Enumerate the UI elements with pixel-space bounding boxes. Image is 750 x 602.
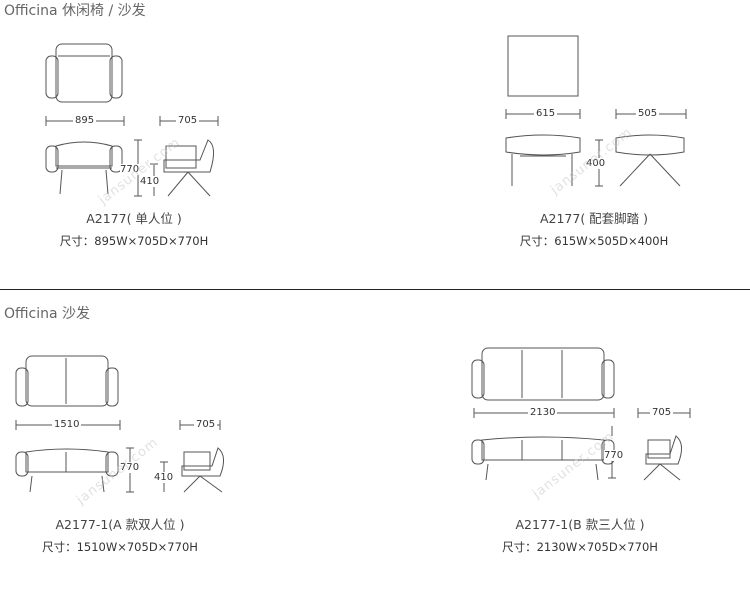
footstool-top-view bbox=[507, 35, 579, 97]
two-seat-sofa-side-view bbox=[181, 447, 224, 493]
dim-height: 770 bbox=[120, 164, 140, 175]
three-seat-sofa-top-view bbox=[471, 347, 615, 401]
product-caption: A2177-1(B 款三人位 ) bbox=[515, 517, 645, 532]
dim-width: 615 bbox=[534, 108, 558, 119]
section-heading-chairs: Officina 休闲椅 / 沙发 bbox=[4, 3, 146, 19]
footstool-side-view bbox=[615, 134, 685, 187]
dim-seat-height: 410 bbox=[154, 472, 174, 483]
product-spec: 尺寸：1510W×705D×770H bbox=[42, 540, 198, 554]
product-caption: A2177( 单人位 ) bbox=[86, 211, 182, 226]
three-seat-sofa-side-view bbox=[643, 435, 682, 481]
dim-seat-height: 410 bbox=[140, 176, 160, 187]
dim-height: 400 bbox=[586, 158, 606, 169]
armchair-side-view bbox=[163, 139, 214, 197]
product-spec: 尺寸：2130W×705D×770H bbox=[502, 540, 658, 554]
dim-depth: 705 bbox=[176, 115, 200, 126]
product-spec: 尺寸：895W×705D×770H bbox=[59, 234, 209, 248]
product-caption: A2177( 配套脚踏 ) bbox=[539, 211, 649, 226]
product-caption: A2177-1(A 款双人位 ) bbox=[55, 517, 185, 532]
section-divider bbox=[0, 289, 750, 290]
dim-width: 1510 bbox=[52, 419, 82, 430]
dim-depth: 505 bbox=[636, 108, 660, 119]
armchair-front-view bbox=[45, 141, 123, 195]
footstool-front-view bbox=[505, 134, 581, 186]
dim-width: 895 bbox=[73, 115, 97, 126]
dim-height: 770 bbox=[120, 462, 140, 473]
dim-depth: 705 bbox=[194, 419, 218, 430]
two-seat-sofa-top-view bbox=[15, 355, 119, 407]
product-spec: 尺寸：615W×505D×400H bbox=[519, 234, 669, 248]
two-seat-sofa-front-view bbox=[15, 448, 119, 493]
three-seat-sofa-front-view bbox=[471, 436, 615, 481]
dim-depth: 705 bbox=[650, 407, 674, 418]
armchair-top-view bbox=[45, 43, 123, 103]
dim-width: 2130 bbox=[528, 407, 558, 418]
section-heading-sofas: Officina 沙发 bbox=[4, 306, 91, 322]
dim-height: 770 bbox=[604, 450, 624, 461]
